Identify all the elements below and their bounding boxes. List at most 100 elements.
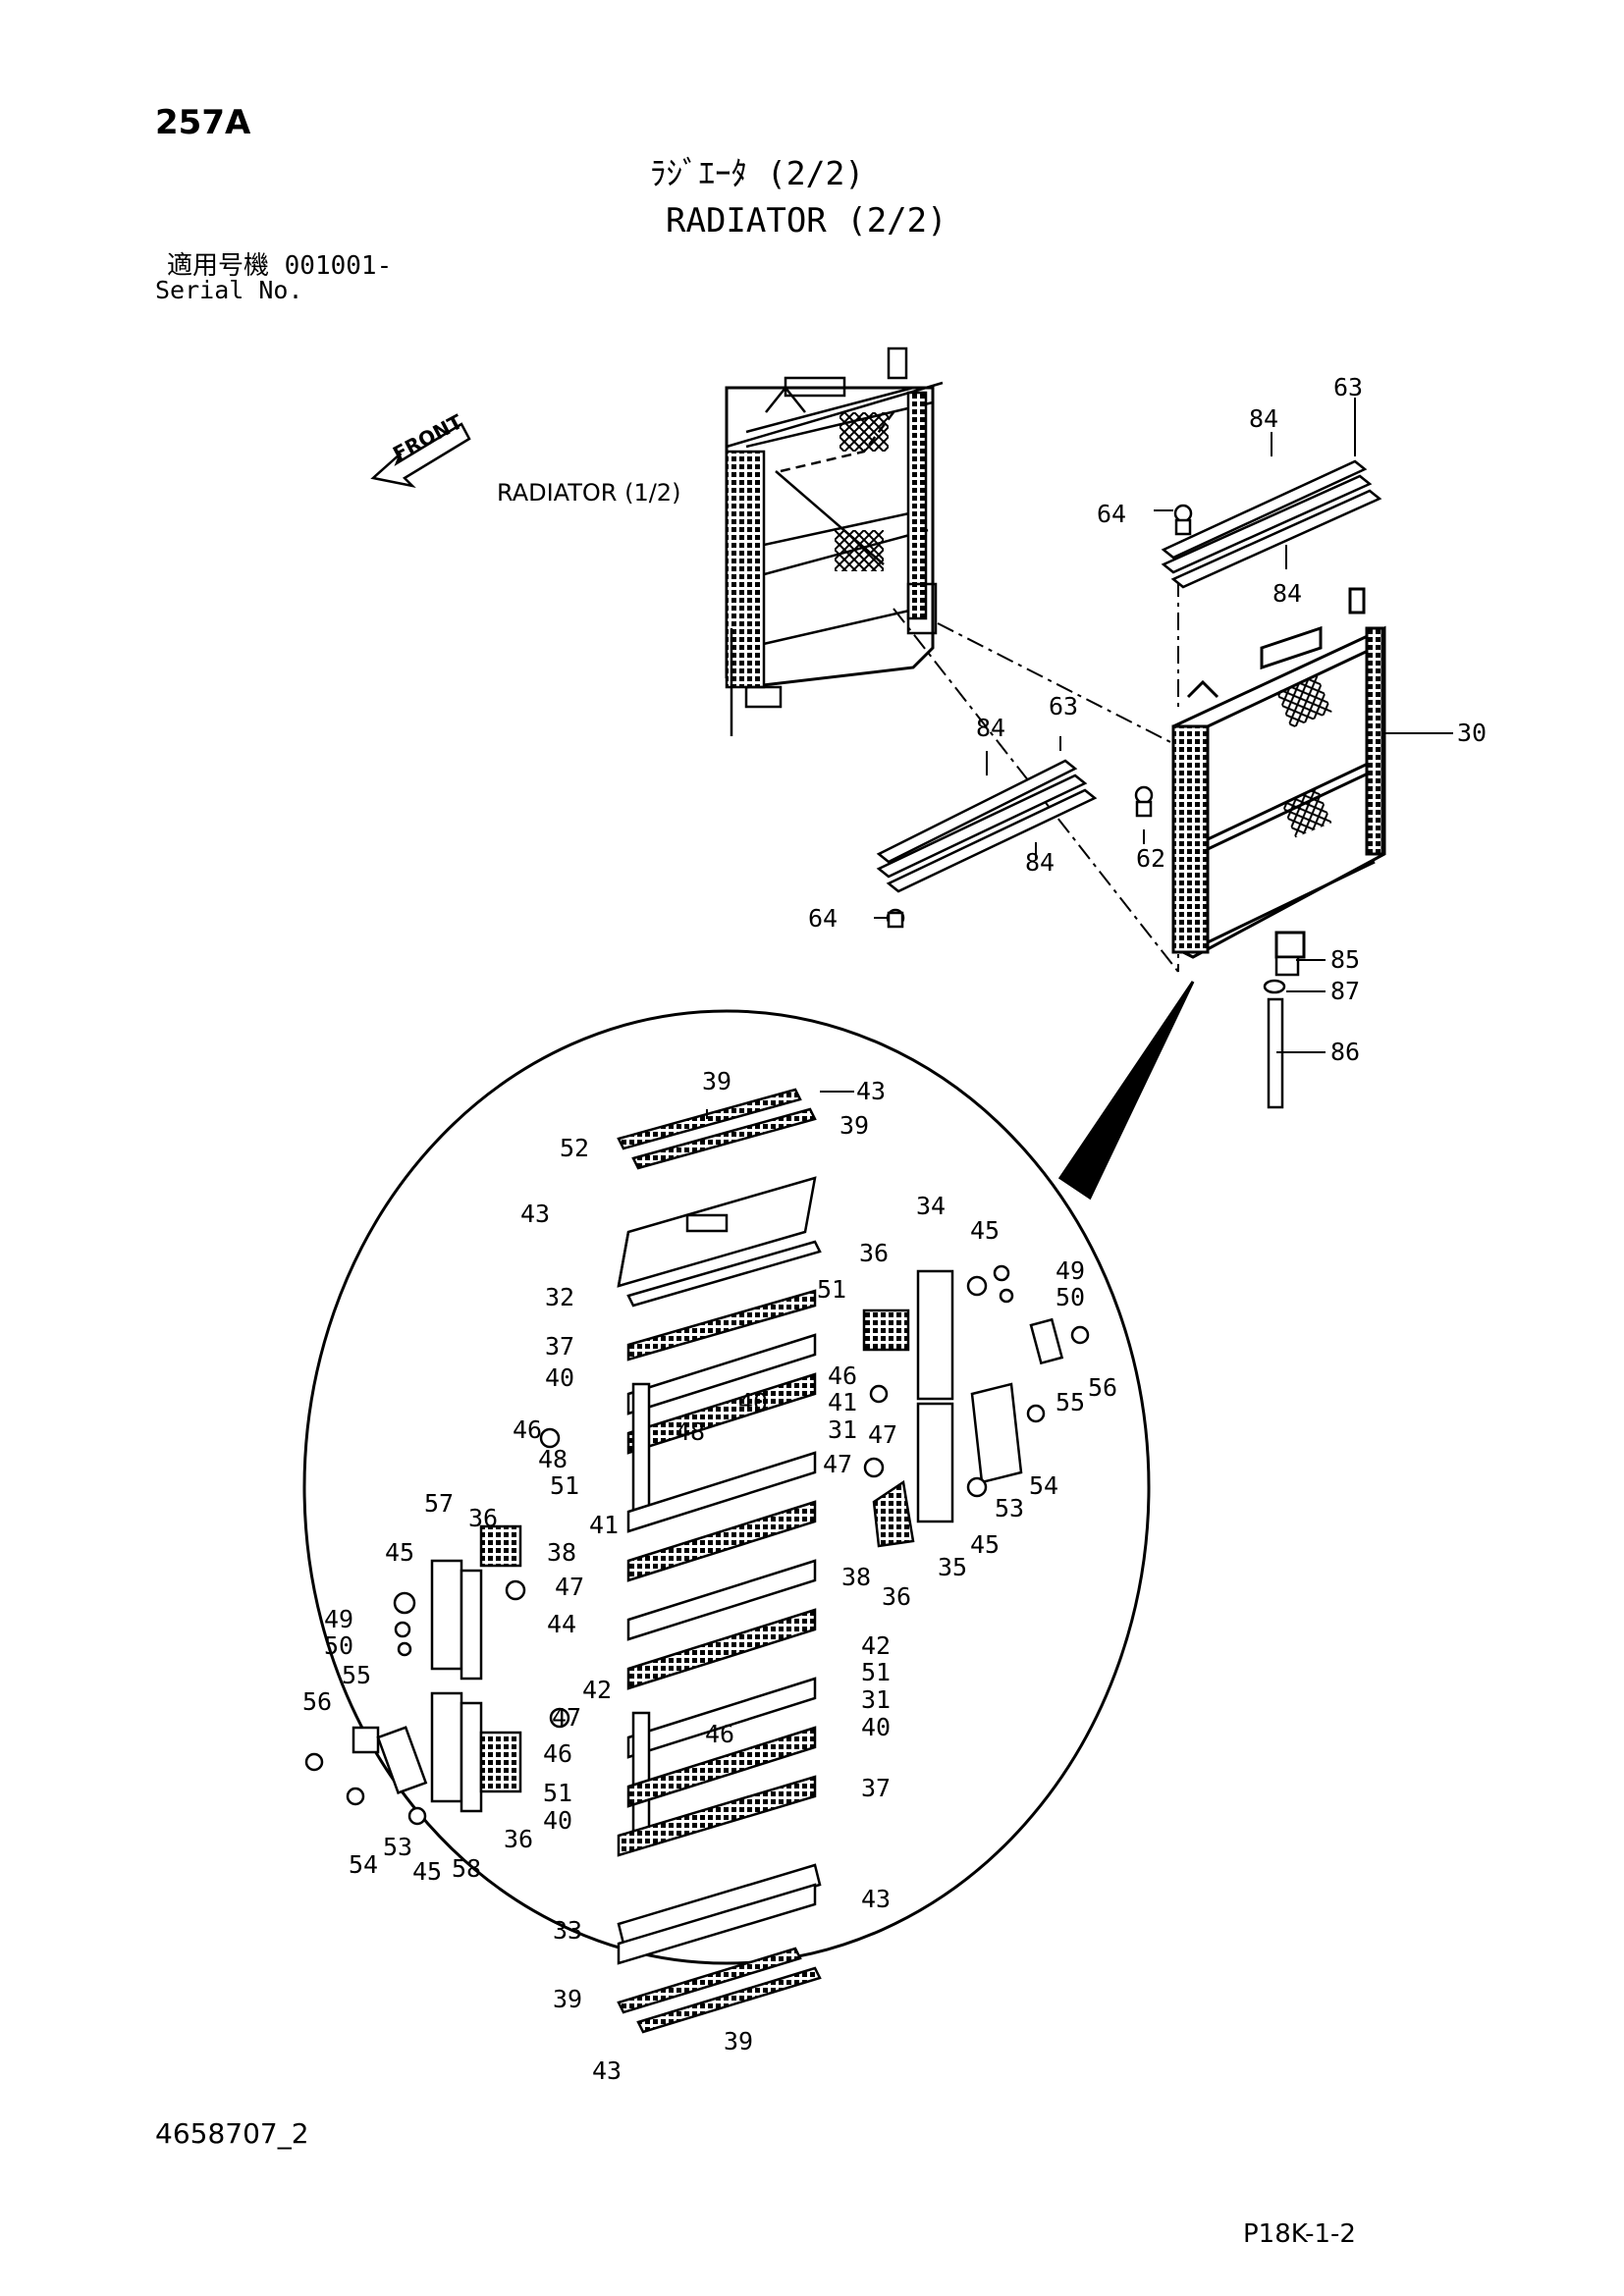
callout-56: 56 xyxy=(302,1687,332,1716)
callout-50: 50 xyxy=(1056,1283,1085,1311)
callout-51: 51 xyxy=(550,1471,579,1500)
serial-label-japanese: 適用号機 001001- xyxy=(167,251,393,281)
callout-32: 32 xyxy=(545,1283,574,1311)
radiator-1-2-outline xyxy=(725,347,944,736)
bolt-icons xyxy=(886,504,1193,929)
callout-45: 45 xyxy=(385,1538,414,1567)
upper-rubber-strips xyxy=(1161,459,1382,589)
title-japanese: ﾗｼﾞｴｰﾀ (2/2) xyxy=(650,154,865,192)
right-side-brackets xyxy=(862,1264,1090,1548)
callout-45: 45 xyxy=(970,1530,1000,1559)
callout-47: 47 xyxy=(868,1420,897,1449)
drain-hose xyxy=(1263,955,1300,1109)
callout-45: 45 xyxy=(412,1857,442,1886)
callout-47: 47 xyxy=(552,1703,581,1732)
callout-56: 56 xyxy=(1088,1373,1117,1402)
callout-55: 55 xyxy=(1056,1388,1085,1416)
callout-39: 39 xyxy=(839,1111,869,1140)
callout-46: 46 xyxy=(513,1415,542,1444)
callout-42: 42 xyxy=(582,1676,612,1704)
core-exploded-parts xyxy=(617,1088,822,2034)
leader-lines xyxy=(893,579,1179,973)
callout-36: 36 xyxy=(882,1582,911,1611)
callout-62: 62 xyxy=(1136,844,1165,873)
callout-39: 39 xyxy=(553,1985,582,2013)
callout-84: 84 xyxy=(976,714,1005,742)
callout-49: 49 xyxy=(1056,1256,1085,1285)
callout-46: 46 xyxy=(828,1362,857,1390)
callout-51: 51 xyxy=(861,1658,891,1686)
callout-leaders xyxy=(706,398,1453,1119)
callout-51: 51 xyxy=(817,1275,846,1304)
callout-40: 40 xyxy=(861,1713,891,1741)
callout-43: 43 xyxy=(520,1200,550,1228)
callout-51: 51 xyxy=(543,1779,572,1807)
callout-40: 40 xyxy=(545,1363,574,1392)
title-english: RADIATOR (2/2) xyxy=(666,201,947,240)
callout-52: 52 xyxy=(560,1134,589,1162)
callout-43: 43 xyxy=(856,1077,886,1105)
callout-54: 54 xyxy=(349,1850,378,1879)
serial-label-english: Serial No. xyxy=(155,276,303,304)
callout-42: 42 xyxy=(861,1631,891,1660)
callout-58: 58 xyxy=(452,1854,481,1883)
callout-46: 46 xyxy=(705,1720,734,1748)
callout-41: 41 xyxy=(828,1388,857,1416)
callout-63: 63 xyxy=(1333,373,1363,401)
document-number: 4658707_2 xyxy=(155,2117,309,2150)
callout-84: 84 xyxy=(1249,404,1278,433)
callout-36: 36 xyxy=(468,1504,498,1532)
callout-45: 45 xyxy=(970,1216,1000,1245)
callout-36: 36 xyxy=(859,1239,889,1267)
callout-85: 85 xyxy=(1330,945,1360,974)
callout-84: 84 xyxy=(1272,579,1302,608)
callout-49: 49 xyxy=(324,1605,353,1633)
lower-rubber-strips xyxy=(876,759,1098,893)
page-code: 257A xyxy=(155,103,251,142)
callout-48: 48 xyxy=(676,1417,705,1446)
callout-64: 64 xyxy=(808,904,838,933)
callout-30: 30 xyxy=(1457,719,1487,747)
callout-46: 46 xyxy=(543,1739,572,1768)
callout-47: 47 xyxy=(823,1450,852,1478)
callout-numbers: 63 84 64 84 30 84 63 62 84 64 85 87 86 3… xyxy=(302,373,1487,2085)
left-side-brackets xyxy=(304,1427,570,1826)
callout-48: 48 xyxy=(538,1445,568,1473)
callout-40: 40 xyxy=(543,1806,572,1835)
callout-43: 43 xyxy=(861,1885,891,1913)
callout-53: 53 xyxy=(995,1494,1024,1522)
callout-84: 84 xyxy=(1025,848,1055,877)
radiator-assembly xyxy=(1171,587,1386,959)
callout-37: 37 xyxy=(545,1332,574,1361)
callout-38: 38 xyxy=(547,1538,576,1567)
callout-39: 39 xyxy=(702,1067,731,1095)
callout-33: 33 xyxy=(553,1916,582,1945)
callout-64: 64 xyxy=(1097,500,1126,528)
callout-41: 41 xyxy=(589,1511,619,1539)
callout-57: 57 xyxy=(424,1489,454,1518)
callout-54: 54 xyxy=(1029,1471,1058,1500)
callout-40: 40 xyxy=(738,1388,768,1416)
callout-39: 39 xyxy=(724,2027,753,2056)
callout-55: 55 xyxy=(342,1661,371,1689)
callout-47: 47 xyxy=(555,1573,584,1601)
radiator-reference-label: RADIATOR (1/2) xyxy=(497,479,681,507)
callout-31: 31 xyxy=(861,1685,891,1714)
callout-37: 37 xyxy=(861,1774,891,1802)
callout-34: 34 xyxy=(916,1192,946,1220)
callout-44: 44 xyxy=(547,1610,576,1638)
callout-50: 50 xyxy=(324,1631,353,1660)
front-arrow-icon: FRONT xyxy=(370,409,471,489)
callout-38: 38 xyxy=(841,1563,871,1591)
detail-oval xyxy=(302,981,1195,1965)
callout-53: 53 xyxy=(383,1833,412,1861)
callout-43: 43 xyxy=(592,2056,622,2085)
callout-63: 63 xyxy=(1049,692,1078,721)
callout-87: 87 xyxy=(1330,977,1360,1005)
callout-31: 31 xyxy=(828,1415,857,1444)
callout-35: 35 xyxy=(938,1553,967,1581)
page-reference: P18K-1-2 xyxy=(1243,2219,1356,2249)
callout-36: 36 xyxy=(504,1825,533,1853)
callout-86: 86 xyxy=(1330,1038,1360,1066)
